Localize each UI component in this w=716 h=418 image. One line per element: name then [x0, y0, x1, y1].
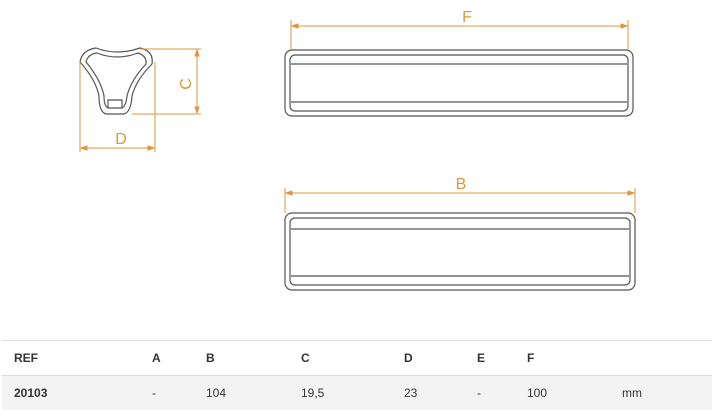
header-ref: REF [2, 340, 140, 376]
header-d: D [392, 340, 465, 376]
header-unit [610, 340, 712, 376]
cell-c: 19,5 [289, 375, 392, 410]
table-header-row: REF A B C D E F [2, 340, 712, 376]
cell-b: 104 [194, 375, 289, 410]
dimension-b [284, 188, 636, 213]
technical-drawing: C D F B [79, 9, 636, 291]
spec-table: REF A B C D E F 20103 - 104 19,5 23 - 10… [2, 340, 712, 410]
header-b: B [194, 340, 289, 376]
side-view-top [284, 49, 634, 117]
end-view [79, 47, 153, 115]
cell-f: 100 [515, 375, 610, 410]
cell-e: - [465, 375, 515, 410]
cell-d: 23 [392, 375, 465, 410]
dimension-d [79, 62, 156, 152]
cell-a: - [140, 375, 194, 410]
side-view-bottom [284, 212, 636, 291]
dimension-f [290, 20, 629, 50]
header-e: E [465, 340, 515, 376]
dim-label-b: B [456, 176, 467, 193]
header-a: A [140, 340, 194, 376]
dim-label-f: F [462, 9, 472, 26]
cell-ref: 20103 [2, 375, 140, 410]
header-f: F [515, 340, 610, 376]
cell-unit: mm [610, 375, 712, 410]
header-c: C [289, 340, 392, 376]
dimension-c [132, 48, 201, 115]
table-row: 20103 - 104 19,5 23 - 100 mm [2, 375, 712, 410]
dim-label-c: C [178, 78, 195, 90]
dim-label-d: D [115, 131, 127, 148]
